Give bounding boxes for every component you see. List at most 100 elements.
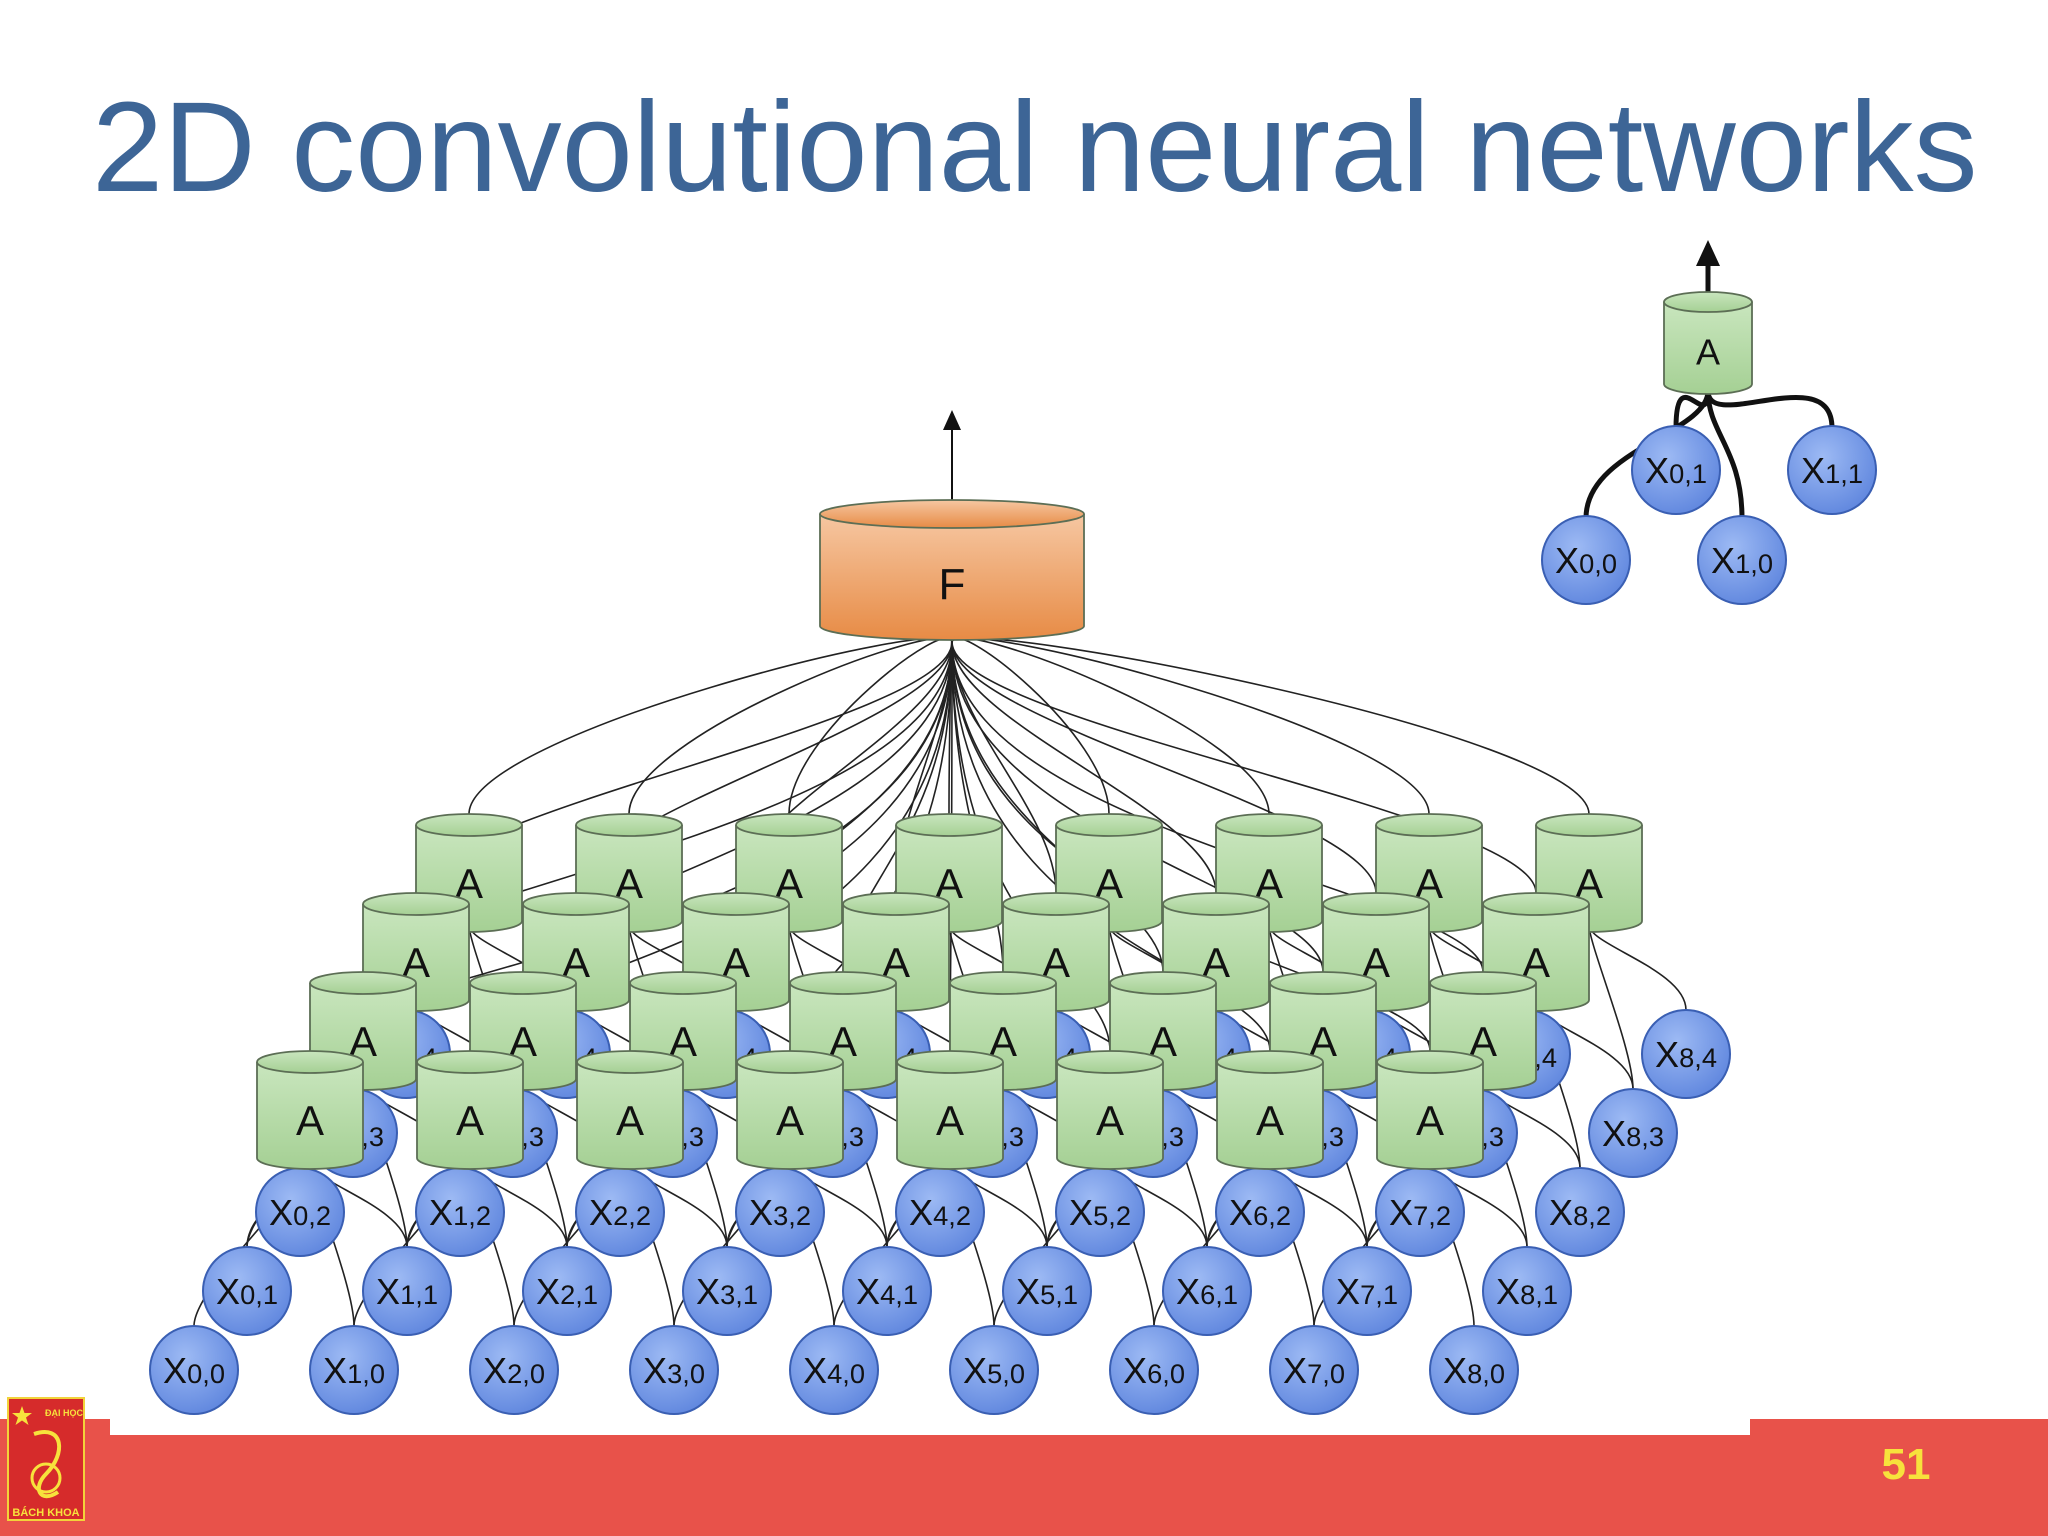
- input-node-label: X1,1: [1801, 450, 1863, 491]
- input-node: X1,1: [1787, 425, 1877, 515]
- input-node-label: X2,0: [483, 1350, 545, 1391]
- output-node-f-label: F: [939, 560, 966, 609]
- input-node-label: X3,2: [749, 1192, 811, 1233]
- input-node: X8,0: [1429, 1325, 1519, 1415]
- input-node: X8,4: [1641, 1009, 1731, 1099]
- input-node-label: X6,2: [1229, 1192, 1291, 1233]
- conv-node-a-label: A: [296, 1097, 324, 1144]
- input-node: X8,1: [1482, 1246, 1572, 1336]
- logo-text-top: ĐẠI HỌC: [45, 1408, 84, 1418]
- a-to-f-wire: [951, 641, 1217, 894]
- input-node-label: X7,1: [1336, 1271, 1398, 1312]
- input-node-label: X6,0: [1123, 1350, 1185, 1391]
- input-node: X2,1: [522, 1246, 612, 1336]
- input-node: X7,2: [1375, 1167, 1465, 1257]
- input-node: X2,0: [469, 1325, 559, 1415]
- input-node-label: X7,0: [1283, 1350, 1345, 1391]
- input-node-label: X5,1: [1016, 1271, 1078, 1312]
- conv-node-a-label: A: [776, 1097, 804, 1144]
- conv-node-a: A: [1056, 1050, 1164, 1170]
- conv-node-a: A: [1375, 813, 1483, 933]
- input-node-label: X1,0: [1711, 540, 1773, 581]
- a-to-f-wire: [951, 637, 1110, 815]
- input-node: X3,1: [682, 1246, 772, 1336]
- input-node-label: X4,2: [909, 1192, 971, 1233]
- input-node-label: X4,0: [803, 1350, 865, 1391]
- inset-wire: [1705, 390, 1835, 429]
- university-logo: ĐẠI HỌC BÁCH KHOA: [7, 1397, 85, 1521]
- input-node-label: X0,2: [269, 1192, 331, 1233]
- input-node: X5,0: [949, 1325, 1039, 1415]
- input-node-label: X8,3: [1602, 1113, 1664, 1154]
- input-node-label: X8,4: [1655, 1034, 1717, 1075]
- input-node-label: X4,1: [856, 1271, 918, 1312]
- a-to-f-wire: [628, 637, 953, 815]
- input-node-label: X6,1: [1176, 1271, 1238, 1312]
- input-node-label: X8,1: [1496, 1271, 1558, 1312]
- logo-text-bottom: BÁCH KHOA: [12, 1506, 79, 1519]
- input-node: X5,1: [1002, 1246, 1092, 1336]
- input-node-label: X1,1: [376, 1271, 438, 1312]
- input-node: X0,0: [1541, 515, 1631, 605]
- input-node: X1,0: [1697, 515, 1787, 605]
- input-node-label: X0,0: [163, 1350, 225, 1391]
- input-node-label: X5,2: [1069, 1192, 1131, 1233]
- footer-bar: [0, 1419, 2048, 1536]
- input-node: X6,0: [1109, 1325, 1199, 1415]
- a-to-f-wire: [468, 637, 953, 815]
- input-node: X4,0: [789, 1325, 879, 1415]
- footer-divider: [110, 1419, 1750, 1435]
- output-node-f: F: [819, 499, 1085, 641]
- inset-conv-node-a: A: [1663, 291, 1753, 395]
- input-node: X2,2: [575, 1167, 665, 1257]
- a-to-f-wire: [951, 641, 1537, 894]
- inset-arrow-head: [1696, 240, 1720, 266]
- input-node: X0,1: [1631, 425, 1721, 515]
- x-to-a-wire: [1588, 924, 1634, 1090]
- conv-node-a: A: [896, 1050, 1004, 1170]
- input-node: X8,2: [1535, 1167, 1625, 1257]
- conv-node-a-label: A: [936, 1097, 964, 1144]
- conv-node-a-label: A: [1416, 1097, 1444, 1144]
- input-node: X5,2: [1055, 1167, 1145, 1257]
- input-node: X8,3: [1588, 1088, 1678, 1178]
- input-node: X4,1: [842, 1246, 932, 1336]
- a-to-f-wire: [951, 637, 1430, 815]
- input-node: X1,1: [362, 1246, 452, 1336]
- input-node-label: X0,1: [1645, 450, 1707, 491]
- conv-node-a-label: A: [456, 1097, 484, 1144]
- input-node: X3,2: [735, 1167, 825, 1257]
- inset-diagram: A X0,0 X0,1X1,0 X1,1: [1541, 240, 1877, 605]
- conv-node-a-label: A: [1096, 1097, 1124, 1144]
- a-to-f-wire: [951, 641, 1057, 894]
- input-node-label: X1,0: [323, 1350, 385, 1391]
- nodes-layer: X0,4X1,4X2,4X3,4X4,4X5,4X6,4X7,4X8,4X0,3…: [149, 499, 1731, 1415]
- input-node-label: X2,2: [589, 1192, 651, 1233]
- input-node-label: X3,0: [643, 1350, 705, 1391]
- conv-node-a: A: [1216, 1050, 1324, 1170]
- a-to-f-wire: [951, 637, 1590, 815]
- conv-node-a: A: [1376, 1050, 1484, 1170]
- input-node-label: X1,2: [429, 1192, 491, 1233]
- a-to-f-wire: [951, 641, 1377, 894]
- conv-node-a: A: [736, 1050, 844, 1170]
- conv-node-a: A: [256, 1050, 364, 1170]
- conv-node-a: A: [416, 1050, 524, 1170]
- input-node: X7,0: [1269, 1325, 1359, 1415]
- input-node: X4,2: [895, 1167, 985, 1257]
- conv-node-a-label: A: [616, 1097, 644, 1144]
- input-node-label: X8,0: [1443, 1350, 1505, 1391]
- input-node-label: X0,0: [1555, 540, 1617, 581]
- input-node-label: X7,2: [1389, 1192, 1451, 1233]
- page-number: 51: [1881, 1440, 1931, 1489]
- input-node-label: X0,1: [216, 1271, 278, 1312]
- input-node-label: X8,2: [1549, 1192, 1611, 1233]
- input-node: X6,2: [1215, 1167, 1305, 1257]
- input-node: X7,1: [1322, 1246, 1412, 1336]
- conv-node-a-label: A: [1256, 1097, 1284, 1144]
- conv-node-a: A: [576, 1050, 684, 1170]
- x-to-a-wire: [1588, 924, 1687, 1011]
- inset-conv-node-a-label: A: [1696, 331, 1720, 372]
- input-node: X0,0: [149, 1325, 239, 1415]
